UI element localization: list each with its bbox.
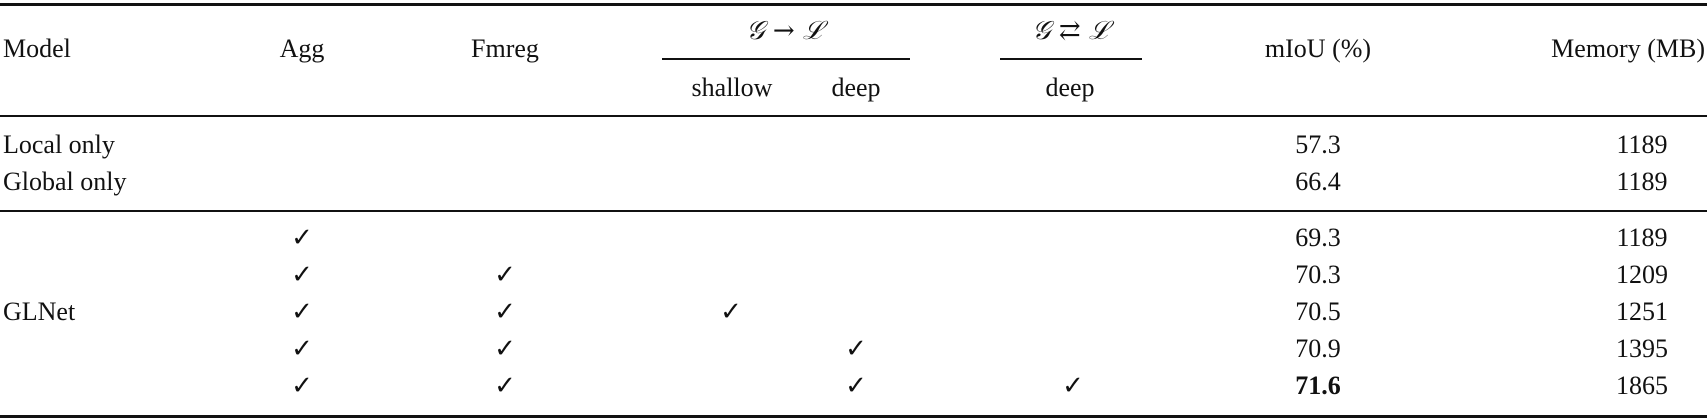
row-model-label: Local only xyxy=(3,130,115,159)
check-mark-icon: ✓ xyxy=(494,334,516,364)
row-memory-value: 1251 xyxy=(1616,297,1668,326)
header-global-to-local: 𝒢 → ℒ xyxy=(746,16,822,46)
check-mark-icon: ✓ xyxy=(291,297,313,327)
header-agg: Agg xyxy=(279,34,325,63)
header-global-local-bidirectional: 𝒢 ⇄ ℒ xyxy=(1032,16,1108,46)
check-mark-icon: ✓ xyxy=(291,223,313,253)
row-memory-value: 1189 xyxy=(1616,167,1668,196)
gl-bi-cmidrule xyxy=(1000,58,1142,60)
header-model: Model xyxy=(3,34,71,63)
section-rule xyxy=(0,210,1707,212)
header-g2l-shallow: shallow xyxy=(691,73,773,102)
row-model-label: Global only xyxy=(3,167,127,196)
row-miou-value: 70.9 xyxy=(1295,334,1341,363)
check-mark-icon: ✓ xyxy=(720,297,742,327)
check-mark-icon: ✓ xyxy=(291,334,313,364)
check-mark-icon: ✓ xyxy=(845,334,867,364)
header-gl-bi-deep: deep xyxy=(1045,73,1095,102)
row-miou-value: 70.5 xyxy=(1295,297,1341,326)
check-mark-icon: ✓ xyxy=(494,297,516,327)
header-miou: mIoU (%) xyxy=(1264,34,1372,63)
header-fmreg: Fmreg xyxy=(471,34,539,63)
header-memory: Memory (MB) xyxy=(1551,34,1705,63)
row-miou-value: 69.3 xyxy=(1295,223,1341,252)
check-mark-icon: ✓ xyxy=(1062,371,1084,401)
row-miou-value: 70.3 xyxy=(1295,260,1341,289)
row-memory-value: 1189 xyxy=(1616,223,1668,252)
bottom-rule xyxy=(0,415,1707,418)
check-mark-icon: ✓ xyxy=(291,371,313,401)
row-memory-value: 1209 xyxy=(1616,260,1668,289)
row-memory-value: 1395 xyxy=(1616,334,1668,363)
row-memory-value: 1189 xyxy=(1616,130,1668,159)
header-g2l-deep: deep xyxy=(831,73,881,102)
check-mark-icon: ✓ xyxy=(494,371,516,401)
row-miou-value: 66.4 xyxy=(1295,167,1341,196)
check-mark-icon: ✓ xyxy=(845,371,867,401)
g2l-cmidrule xyxy=(662,58,910,60)
row-miou-value: 57.3 xyxy=(1295,130,1341,159)
top-rule xyxy=(0,3,1707,6)
check-mark-icon: ✓ xyxy=(291,260,313,290)
row-model-label: GLNet xyxy=(3,297,76,326)
header-rule xyxy=(0,115,1707,117)
row-miou-value: 71.6 xyxy=(1295,371,1341,400)
row-memory-value: 1865 xyxy=(1616,371,1668,400)
check-mark-icon: ✓ xyxy=(494,260,516,290)
